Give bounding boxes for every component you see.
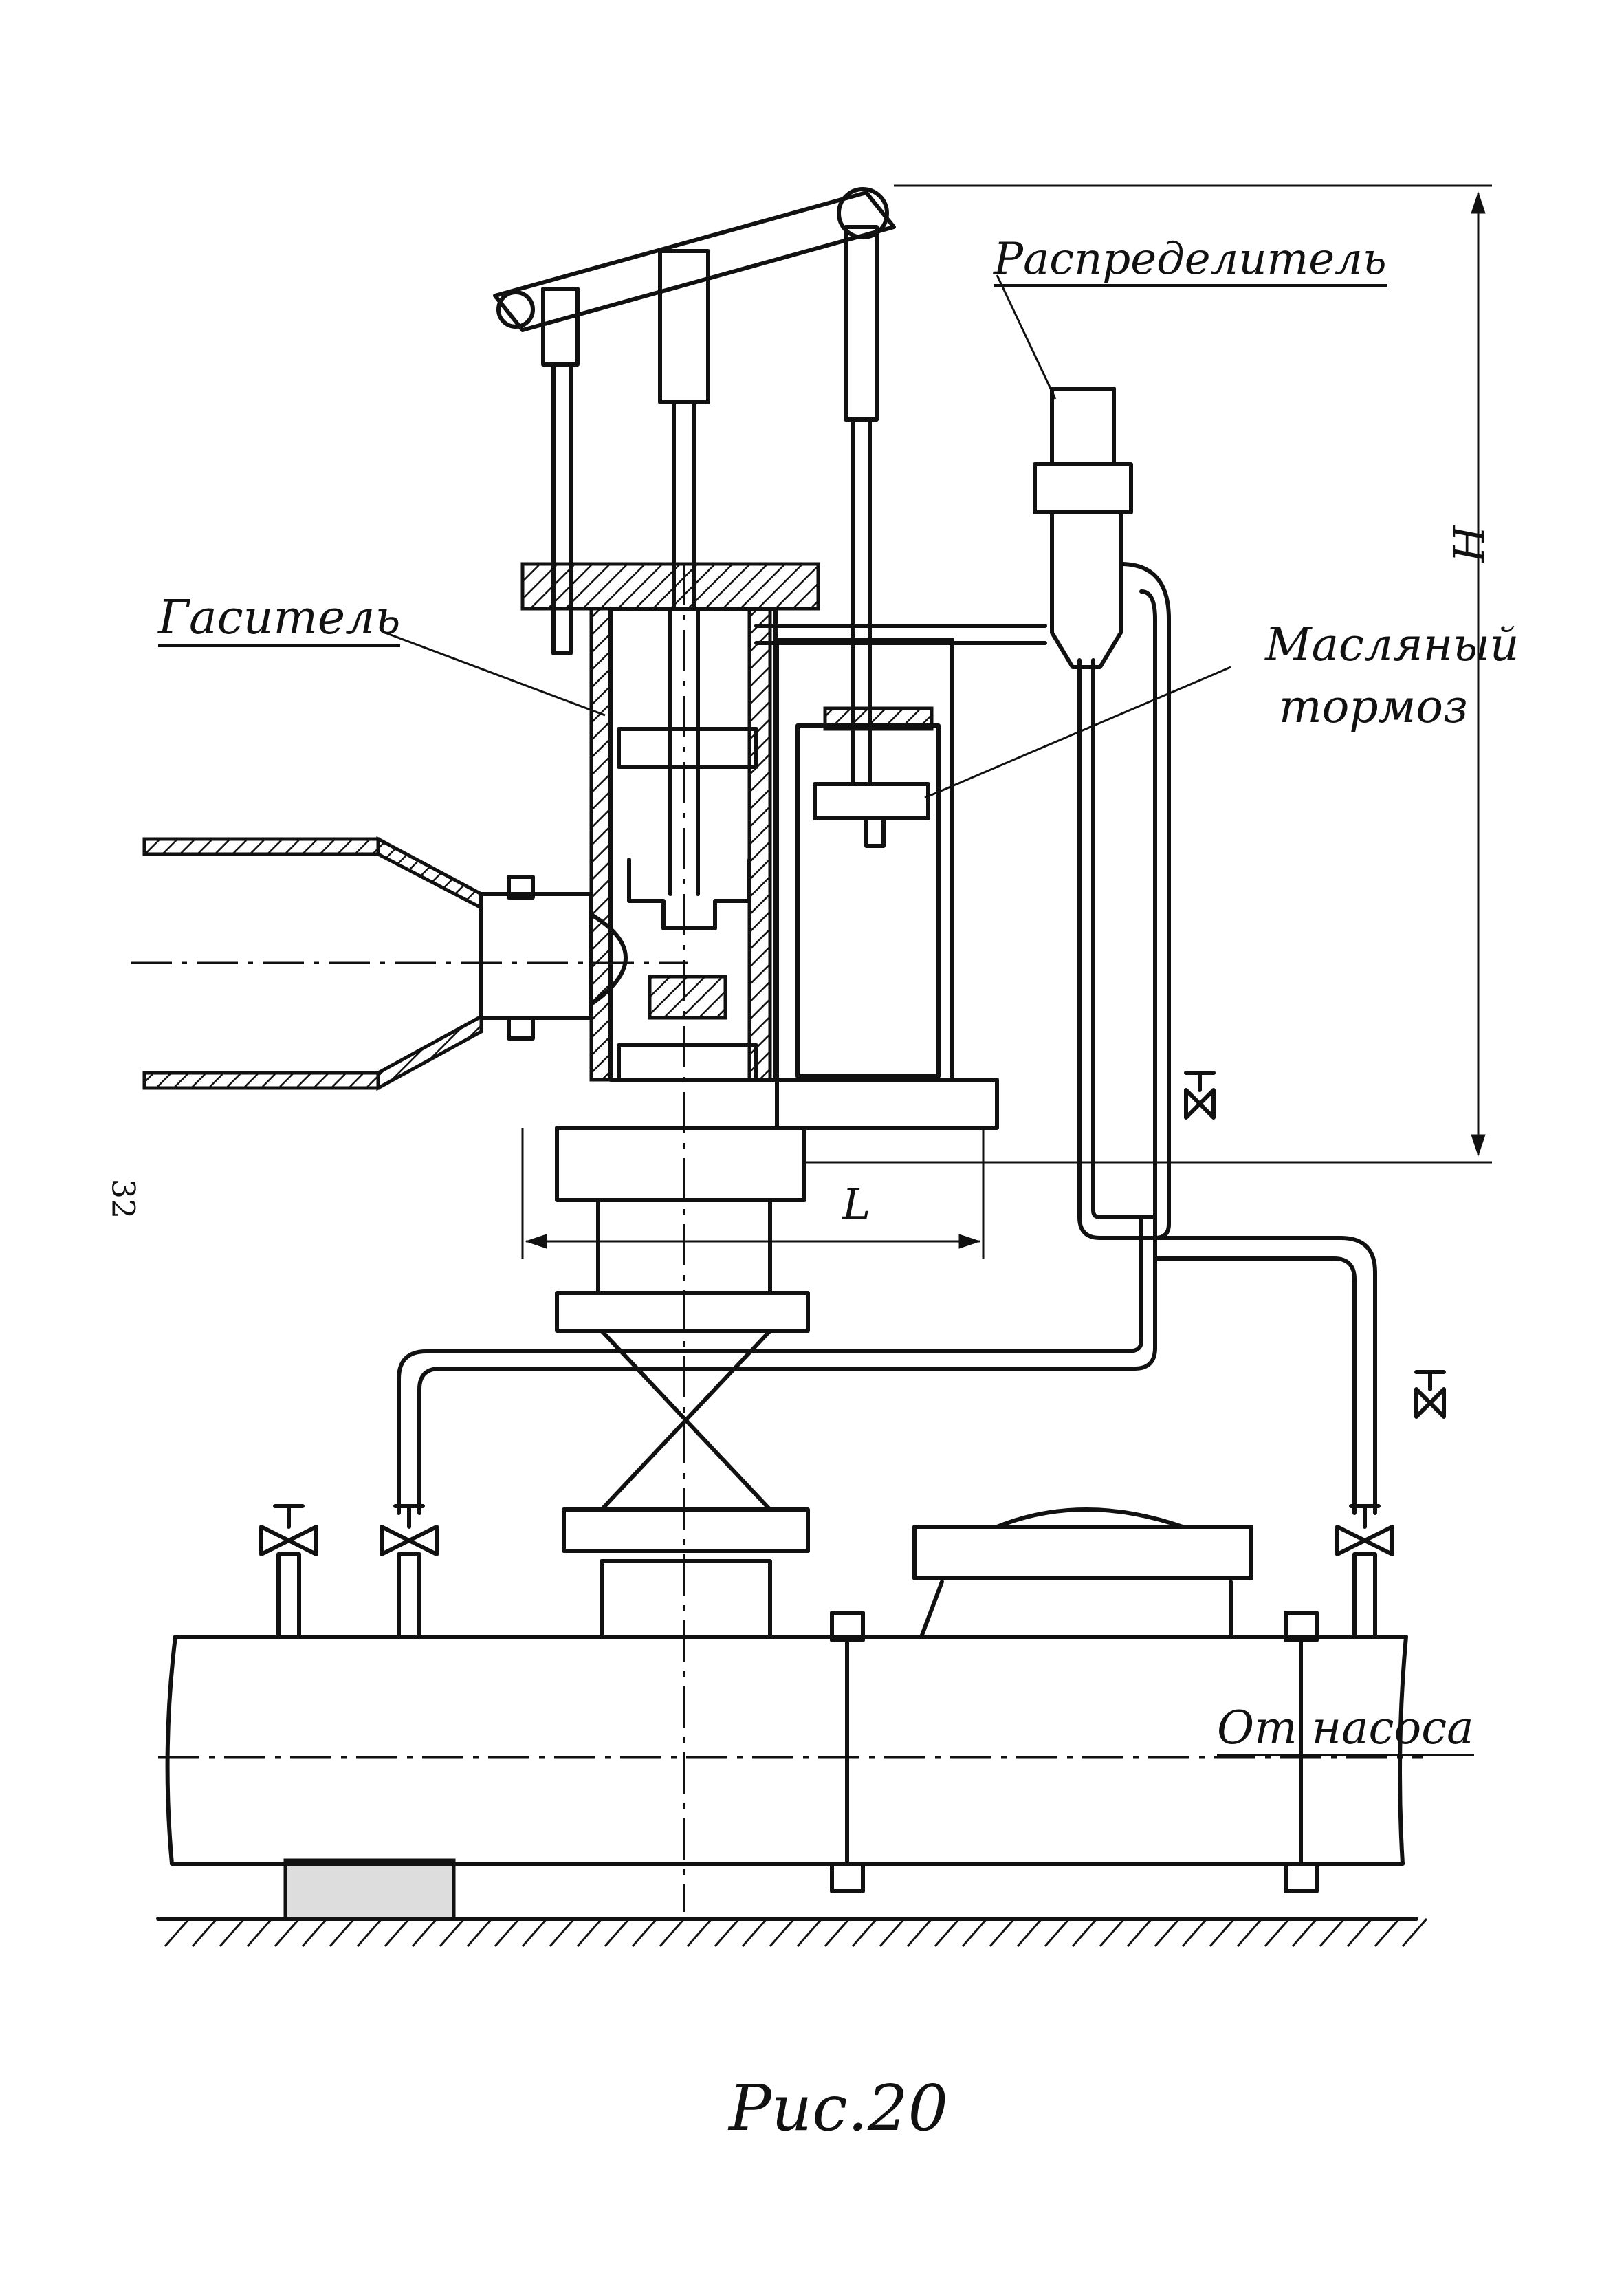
damper-body (589, 607, 778, 1082)
label-from-pump: От насоса (1217, 1706, 1474, 1756)
figure-caption: Рис.20 (729, 2071, 948, 2145)
bolt (1284, 1862, 1319, 1893)
bolt (830, 1862, 865, 1893)
lever-mechanism (493, 187, 896, 786)
bypass-piping (397, 1215, 1377, 1515)
check-valve-column (555, 564, 810, 1912)
dimensions (521, 184, 1492, 1259)
top-plate (520, 562, 820, 611)
valve-3 (1335, 1504, 1394, 1639)
dimension-h: H (1444, 525, 1495, 563)
label-damper: Гаситель (158, 595, 401, 647)
leaders (384, 274, 1231, 799)
oil-brake (775, 638, 999, 1130)
label-distributor: Распределитель (994, 237, 1387, 287)
ground (156, 1858, 1428, 1947)
label-oil-brake-2: тормоз (1279, 680, 1469, 733)
valve-4 (1414, 1370, 1446, 1419)
inlet-pipe (131, 836, 688, 1091)
main-pipe (158, 1611, 1423, 1893)
label-oil-brake-1: Масляный (1265, 618, 1519, 671)
distributor (754, 387, 1171, 1240)
valve-2 (380, 1504, 439, 1639)
page-number: 32 (105, 1178, 142, 1219)
dimension-l: L (842, 1179, 871, 1229)
foundation-block (283, 1858, 456, 1921)
inspection-cover (912, 1507, 1253, 1639)
valves (259, 1071, 1446, 1639)
valve-5 (1184, 1071, 1216, 1120)
valve-1 (259, 1504, 318, 1639)
